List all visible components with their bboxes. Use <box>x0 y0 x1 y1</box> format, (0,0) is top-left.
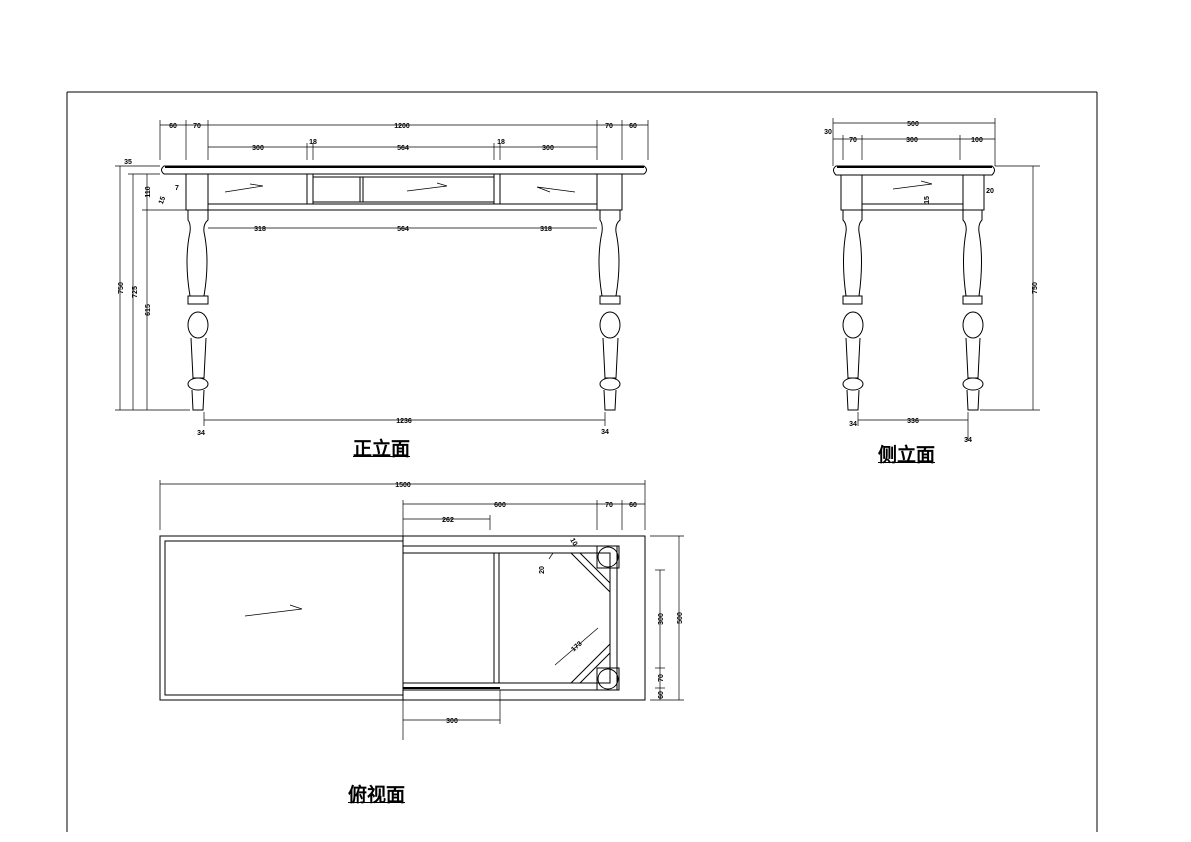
dim-label: 35 <box>124 159 132 166</box>
dim-label: 564 <box>397 145 409 152</box>
dim-label: 34 <box>197 430 205 437</box>
dim-label: 300 <box>658 613 665 625</box>
dim-label: 34 <box>601 429 609 436</box>
dim-label: 300 <box>542 145 554 152</box>
dim-label: 300 <box>252 145 264 152</box>
front-leg-left <box>186 209 209 411</box>
dim-label: 725 <box>132 286 139 298</box>
dim-label: 70 <box>193 123 201 130</box>
dim-label: 500 <box>677 612 684 624</box>
dim-label: 100 <box>971 137 983 144</box>
dim-label: 1200 <box>394 123 410 130</box>
dim-label: 60 <box>629 502 637 509</box>
top-view: 1500 600 70 60 262 300 500 300 70 60 173… <box>159 480 684 740</box>
dim-label: 34 <box>964 437 972 444</box>
front-dimension-lines <box>115 120 649 426</box>
dim-label: 615 <box>145 304 152 316</box>
top-dimension-lines <box>159 480 684 740</box>
dim-label: 60 <box>629 123 637 130</box>
dim-label: 600 <box>494 502 506 509</box>
dim-label: 318 <box>254 226 266 233</box>
dim-label: 15 <box>924 196 931 204</box>
top-view-title: 俯视面 <box>348 784 406 806</box>
dim-label: 20 <box>539 566 546 574</box>
dim-label: 70 <box>605 123 613 130</box>
dim-label: 300 <box>906 137 918 144</box>
dim-label: 318 <box>540 226 552 233</box>
side-view: 500 30 70 300 100 20 15 750 336 34 34 <box>824 118 1040 444</box>
arrow-icon <box>536 186 576 193</box>
dim-label: 30 <box>824 129 832 136</box>
dim-label: 70 <box>605 502 613 509</box>
arrow-icon <box>406 182 448 192</box>
dim-label: 750 <box>118 282 125 294</box>
dim-label: 10 <box>568 537 578 547</box>
dim-label: 564 <box>397 226 409 233</box>
side-dimension-lines <box>832 118 1040 440</box>
dim-label: 7 <box>175 185 179 192</box>
drawing-frame <box>66 91 1098 832</box>
dim-label: 20 <box>986 188 994 195</box>
dim-label: 15 <box>158 196 167 206</box>
arrow-icon <box>244 604 303 617</box>
side-leg-right <box>962 209 984 411</box>
arrow-icon <box>224 183 264 193</box>
front-view-title: 正立面 <box>353 438 411 460</box>
dim-label: 70 <box>658 674 665 682</box>
dim-label: 18 <box>309 139 317 146</box>
dim-label: 262 <box>442 517 454 524</box>
dim-label: 60 <box>169 123 177 130</box>
dim-label: 750 <box>1032 282 1039 294</box>
front-leg-right <box>598 209 621 411</box>
dim-label: 1500 <box>395 482 411 489</box>
dim-label: 1236 <box>396 418 412 425</box>
dim-label: 60 <box>658 691 665 699</box>
dim-label: 110 <box>145 186 152 197</box>
arrow-icon <box>892 180 933 190</box>
front-view: 60 70 1200 70 60 300 18 564 18 300 318 5… <box>115 120 649 437</box>
dim-label: 300 <box>446 718 458 725</box>
dim-label: 34 <box>849 421 857 428</box>
dim-label: 18 <box>497 139 505 146</box>
dim-label: 336 <box>907 418 919 425</box>
side-view-title: 侧立面 <box>878 444 936 466</box>
side-leg-left <box>842 209 864 411</box>
dim-label: 70 <box>849 137 857 144</box>
dim-label: 500 <box>907 121 919 128</box>
